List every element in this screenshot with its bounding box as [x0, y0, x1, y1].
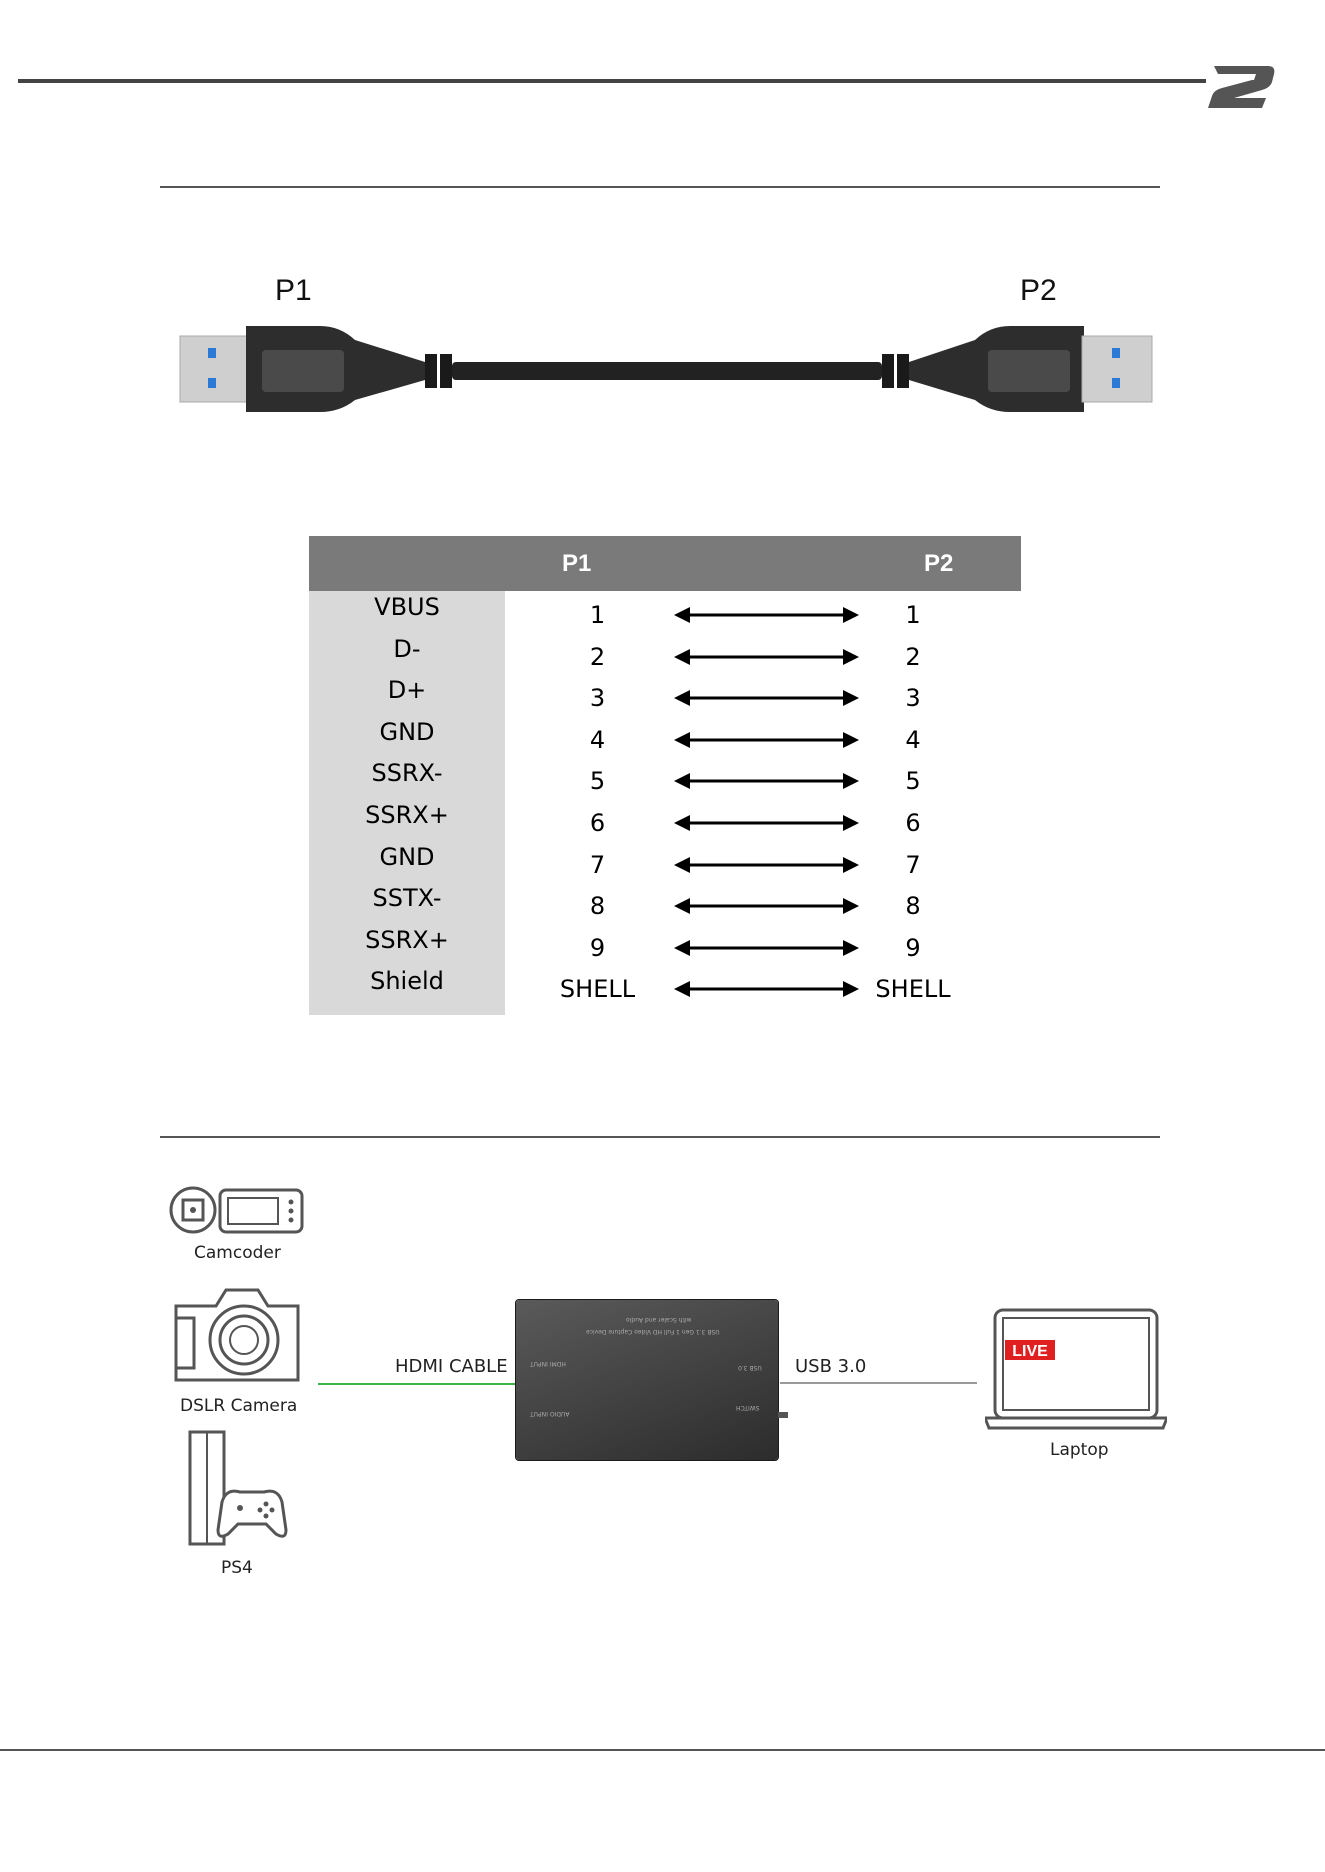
signal-name: D+: [309, 674, 505, 716]
p1-pin: 7: [505, 851, 690, 879]
source-label-camcorder: Camcoder: [194, 1243, 281, 1263]
p1-pin: 3: [505, 684, 690, 712]
usb-cable-line: [780, 1382, 977, 1384]
capture-device-icon: USB 3.1 Gen 1 Full HD Video Capture Devi…: [516, 1300, 778, 1460]
section-rule-2: [160, 1136, 1160, 1138]
bidirectional-arrow-icon: [674, 731, 859, 749]
usb-cable-illustration: P1 P2: [170, 270, 1160, 430]
signal-name: GND: [309, 841, 505, 883]
header-rule: [18, 79, 1206, 83]
signal-name: Shield: [309, 965, 505, 1007]
hdmi-cable-label: HDMI CABLE: [395, 1356, 508, 1377]
p1-pin: 1: [505, 601, 690, 629]
header-p2: P2: [924, 550, 953, 578]
signal-name: SSRX+: [309, 924, 505, 966]
usb-cable-label: USB 3.0: [795, 1356, 866, 1377]
footer-rule: [0, 1749, 1325, 1751]
p1-pin: 2: [505, 643, 690, 671]
p2-pin: 3: [863, 684, 963, 712]
p2-pin: 8: [863, 892, 963, 920]
hdmi-cable-line: [318, 1383, 515, 1385]
bidirectional-arrow-icon: [674, 689, 859, 707]
laptop-label: Laptop: [1050, 1440, 1109, 1460]
p1-pin: 5: [505, 767, 690, 795]
camcorder-icon: [165, 1180, 315, 1250]
p2-pin: 2: [863, 643, 963, 671]
source-label-ps4: PS4: [221, 1558, 253, 1578]
p2-pin: 6: [863, 809, 963, 837]
p2-pin: 5: [863, 767, 963, 795]
p1-pin: 6: [505, 809, 690, 837]
p2-pin: 4: [863, 726, 963, 754]
signal-name: SSRX+: [309, 799, 505, 841]
bidirectional-arrow-icon: [674, 980, 859, 998]
section-rule-1: [160, 186, 1160, 188]
bidirectional-arrow-icon: [674, 772, 859, 790]
bidirectional-arrow-icon: [674, 648, 859, 666]
p1-pin: 8: [505, 892, 690, 920]
p1-pin: 9: [505, 934, 690, 962]
pinout-header: P1 P2: [309, 536, 1021, 591]
bidirectional-arrow-icon: [674, 897, 859, 915]
dslr-camera-icon: [168, 1276, 306, 1386]
p2-pin: 9: [863, 934, 963, 962]
p1-pin: 4: [505, 726, 690, 754]
p2-pin: SHELL: [863, 975, 963, 1003]
bidirectional-arrow-icon: [674, 814, 859, 832]
p2-pin: 1: [863, 601, 963, 629]
signal-name: GND: [309, 716, 505, 758]
signal-name: SSTX-: [309, 882, 505, 924]
ps4-console-icon: [182, 1430, 292, 1550]
live-badge: LIVE: [1012, 1343, 1048, 1360]
cable-left-label: P1: [275, 274, 312, 307]
signal-name: VBUS: [309, 591, 505, 633]
cable-right-label: P2: [1020, 274, 1057, 307]
bzb-logo-icon: [1200, 58, 1280, 114]
p2-pin: 7: [863, 851, 963, 879]
p1-pin: SHELL: [505, 975, 690, 1003]
bidirectional-arrow-icon: [674, 606, 859, 624]
source-label-dslr: DSLR Camera: [180, 1396, 297, 1416]
bidirectional-arrow-icon: [674, 856, 859, 874]
bidirectional-arrow-icon: [674, 939, 859, 957]
laptop-icon: LIVE: [985, 1308, 1167, 1432]
signal-name: SSRX-: [309, 757, 505, 799]
signal-name: D-: [309, 633, 505, 675]
